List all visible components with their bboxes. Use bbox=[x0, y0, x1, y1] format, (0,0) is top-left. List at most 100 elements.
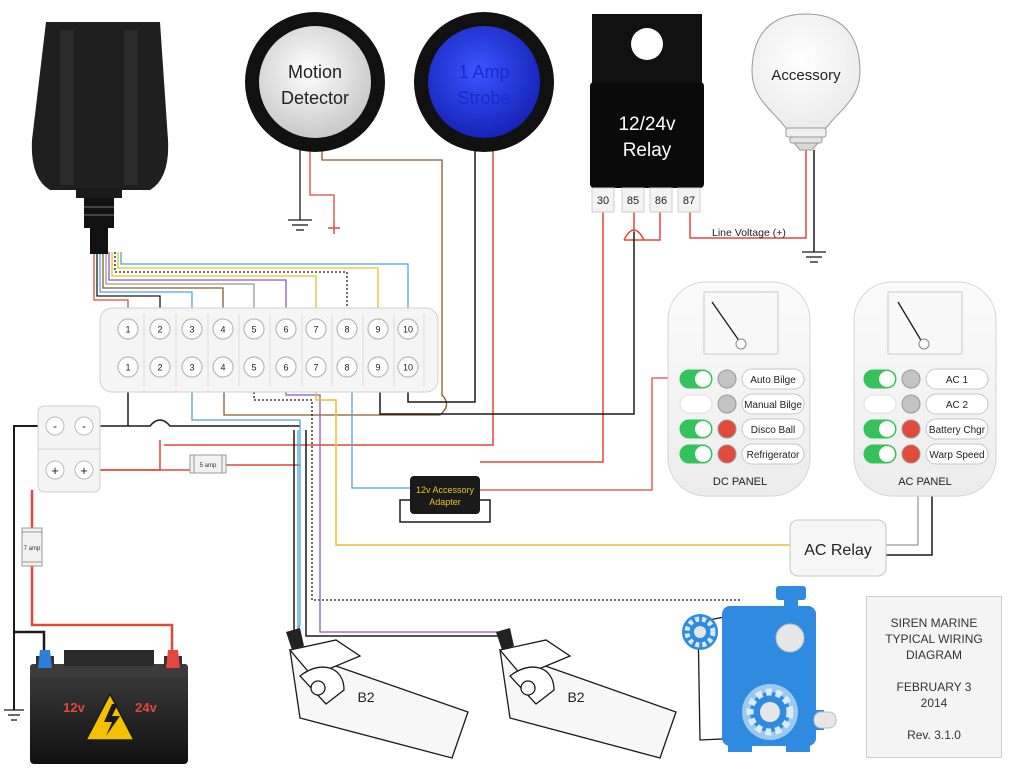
toggle-switch[interactable] bbox=[679, 394, 713, 414]
terminal-screw bbox=[149, 318, 171, 340]
dc-panel-switch-row: Refrigerator bbox=[679, 443, 805, 465]
terminal-screw bbox=[243, 318, 265, 340]
ac-panel-switch-row: AC 1 bbox=[863, 368, 989, 390]
terminal-number: 7 bbox=[313, 325, 318, 335]
fuse-small: 5 amp bbox=[189, 454, 227, 474]
switch-label-pill[interactable] bbox=[925, 418, 989, 440]
switch-label: Warp Speed bbox=[929, 450, 984, 461]
ac-relay: AC Relay bbox=[789, 519, 887, 577]
strobe-label-2: Strobe bbox=[457, 88, 510, 108]
switch-label-pill[interactable] bbox=[925, 443, 989, 465]
switch-label: AC 1 bbox=[946, 375, 969, 386]
indicator-light-icon bbox=[717, 444, 737, 464]
terminal-number: 2 bbox=[157, 363, 162, 373]
switch-label-pill[interactable] bbox=[741, 368, 805, 390]
switch-label-pill[interactable] bbox=[925, 393, 989, 415]
switch-label-pill[interactable] bbox=[925, 368, 989, 390]
terminal-screw bbox=[305, 318, 327, 340]
relay-12-24v: 12/24v Relay 30 85 86 87 bbox=[590, 14, 704, 213]
terminal-number: 5 bbox=[251, 363, 256, 373]
terminal-screw bbox=[149, 356, 171, 378]
terminal-number: 6 bbox=[283, 325, 288, 335]
battery: 12v 24v bbox=[30, 650, 188, 764]
bus-negative-1: - bbox=[53, 419, 57, 433]
title-block-rev: Rev. 3.1.0 bbox=[907, 728, 961, 742]
terminal-number: 3 bbox=[189, 325, 194, 335]
relay-label-2: Relay bbox=[623, 140, 672, 161]
terminal-number: 10 bbox=[403, 363, 413, 373]
relay-label-1: 12/24v bbox=[618, 114, 676, 135]
terminal-number: 10 bbox=[403, 325, 413, 335]
switch-label-pill[interactable] bbox=[741, 418, 805, 440]
fuse-battery: 7 amp bbox=[21, 527, 43, 567]
toggle-switch[interactable] bbox=[863, 394, 897, 414]
terminal-number: 8 bbox=[344, 325, 349, 335]
fuse-battery-label: 7 amp bbox=[24, 546, 41, 552]
terminal-number: 1 bbox=[125, 325, 130, 335]
strobe-label-1: 1 Amp bbox=[458, 62, 509, 82]
title-block: SIREN MARINE TYPICAL WIRING DIAGRAM FEBR… bbox=[866, 596, 1002, 758]
relay-pin-87: 87 bbox=[683, 195, 695, 207]
toggle-knob bbox=[879, 371, 895, 387]
ground-icon bbox=[4, 709, 24, 721]
terminal-number: 9 bbox=[375, 325, 380, 335]
terminal-screw bbox=[305, 356, 327, 378]
terminal-screw bbox=[212, 356, 234, 378]
motion-detector-label-1: Motion bbox=[288, 62, 342, 82]
ac-panel-switch-row: Warp Speed bbox=[863, 443, 989, 465]
switch-label-pill[interactable] bbox=[741, 443, 805, 465]
terminal-screw bbox=[367, 356, 389, 378]
bus-negative-2: - bbox=[82, 419, 86, 433]
charger-plug-icon bbox=[31, 22, 169, 254]
accessory-bulb-icon: Accessory bbox=[751, 13, 861, 151]
accessory-adapter-label-2: Adapter bbox=[429, 497, 461, 507]
switch-label: Refrigerator bbox=[747, 450, 800, 461]
accessory-adapter-label-1: 12v Accessory bbox=[416, 485, 475, 495]
terminal-number: 2 bbox=[157, 325, 162, 335]
ac-relay-label: AC Relay bbox=[804, 542, 872, 559]
terminal-number: 4 bbox=[220, 363, 225, 373]
switch-label-pill[interactable] bbox=[741, 393, 805, 415]
terminal-screw bbox=[336, 318, 358, 340]
terminal-number: 6 bbox=[283, 363, 288, 373]
bilge-float-switch-1: B2 bbox=[286, 628, 469, 759]
relay-pin-86: 86 bbox=[655, 195, 667, 207]
title-block-line-3: DIAGRAM bbox=[905, 648, 962, 662]
terminal-screw bbox=[275, 356, 297, 378]
toggle-knob bbox=[695, 446, 711, 462]
battery-label-12v: 12v bbox=[63, 700, 85, 715]
terminal-number: 3 bbox=[189, 363, 194, 373]
ac-panel-switch-row: AC 2 bbox=[863, 393, 989, 415]
bilge-switch-2-label: B2 bbox=[567, 689, 584, 705]
indicator-light-icon bbox=[901, 419, 921, 439]
terminal-screw bbox=[243, 356, 265, 378]
terminal-screw bbox=[212, 318, 234, 340]
switch-label: Auto Bilge bbox=[750, 375, 796, 386]
terminal-number: 4 bbox=[220, 325, 225, 335]
terminal-number: 9 bbox=[375, 363, 380, 373]
title-block-date: FEBRUARY 3 bbox=[896, 680, 972, 694]
terminal-screw bbox=[181, 356, 203, 378]
terminal-number: 8 bbox=[344, 363, 349, 373]
line-voltage-label: Line Voltage (+) bbox=[712, 227, 786, 239]
terminal-screw bbox=[181, 318, 203, 340]
dc-panel-switch-row: Auto Bilge bbox=[679, 368, 805, 390]
terminal-number: 7 bbox=[313, 363, 318, 373]
switch-label: AC 2 bbox=[946, 400, 969, 411]
toggle-knob bbox=[879, 421, 895, 437]
terminal-block: 1 2 3 4 5 6 7 8 9 10 1 2 3 4 5 6 7 8 9 10 bbox=[99, 307, 439, 393]
terminal-number: 1 bbox=[125, 363, 130, 373]
motion-detector: Motion Detector bbox=[245, 12, 385, 152]
dc-panel-switch-row: Disco Ball bbox=[679, 418, 805, 440]
terminal-number: 5 bbox=[251, 325, 256, 335]
terminal-screw bbox=[275, 318, 297, 340]
toggle-knob bbox=[879, 446, 895, 462]
battery-label-24v: 24v bbox=[135, 700, 157, 715]
title-block-line-2: TYPICAL WIRING bbox=[885, 632, 983, 646]
bilge-switch-1-label: B2 bbox=[357, 689, 374, 705]
switch-label: Battery Chgr bbox=[929, 425, 986, 436]
accessory-adapter: 12v Accessory Adapter bbox=[410, 476, 480, 514]
